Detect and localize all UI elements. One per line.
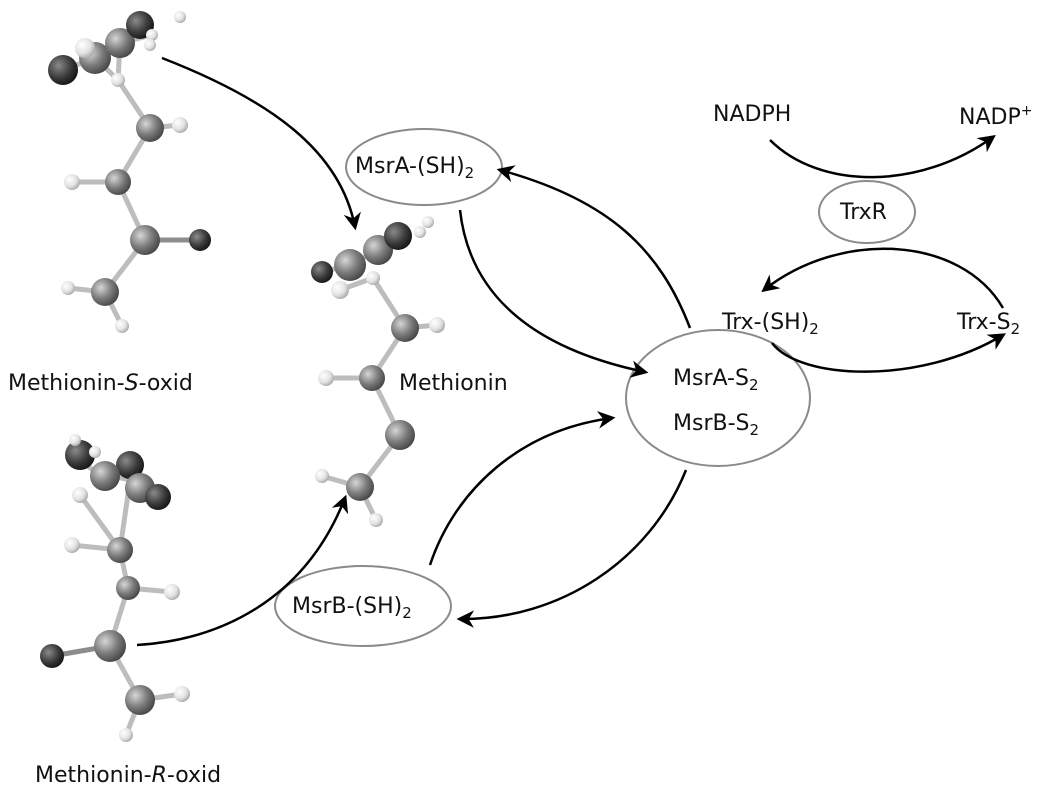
methionine-name: Methionin [399, 371, 508, 396]
methionine-s-oxide-model [48, 11, 211, 333]
msrb-reduced-label: MsrB-(SH)2 [292, 596, 412, 621]
methionine-s-oxide-name: Methionin- [8, 371, 125, 396]
trx-oxidized-sub: 2 [1010, 320, 1021, 338]
nadp-label: NADP+ [959, 104, 1032, 129]
msra-reduced-sub: 2 [464, 164, 475, 182]
arrow-nadph-to-nadp [769, 134, 996, 179]
msrab-oxidized-ellipse [625, 329, 811, 467]
arrow-msra-reduced-to-oxidized [458, 209, 649, 378]
msrb-oxidized-label: MsrB-S2 [673, 413, 759, 438]
arrow-msra-oxidized-to-reduced [496, 165, 692, 329]
arrow-msrb-oxidized-to-reduced [456, 469, 688, 628]
trxr-text: TrxR [840, 200, 887, 225]
trxr-label: TrxR [840, 202, 887, 224]
trx-reduced-base: Trx-(SH) [722, 310, 810, 335]
msra-reduced-base: MsrA-(SH) [355, 154, 465, 179]
methionine-s-oxide-stereo: S [124, 371, 139, 396]
msrb-reduced-base: MsrB-(SH) [292, 594, 403, 619]
methionine-r-oxide-name: Methionin- [35, 763, 152, 788]
methionine-s-oxide-suffix: -oxid [138, 371, 193, 396]
arrow-trx-reduced-to-oxidized [771, 333, 1006, 373]
trx-reduced-label: Trx-(SH)2 [722, 312, 819, 337]
methionine-r-oxide-model [40, 434, 190, 742]
methionine-r-oxide-suffix: -oxid [166, 763, 222, 788]
msrb-oxidized-sub: 2 [749, 421, 760, 439]
arrow-r-oxide-to-methionine [136, 494, 349, 647]
nadph-label: NADPH [713, 104, 791, 126]
arrow-msrb-reduced-to-oxidized [428, 411, 616, 566]
trx-oxidized-base: Trx-S [957, 310, 1011, 335]
arrow-s-oxide-to-methionine [161, 56, 361, 231]
methionine-s-oxide-label: Methionin-S-oxid [8, 373, 193, 395]
nadp-base: NADP [959, 105, 1021, 130]
trxr-ellipse [818, 180, 916, 244]
methionine-r-oxide-label: Methionin-R-oxid [35, 765, 221, 787]
nadph-text: NADPH [713, 102, 792, 127]
trx-reduced-sub: 2 [809, 320, 819, 338]
msrb-oxidized-base: MsrB-S [673, 411, 750, 436]
msra-reduced-label: MsrA-(SH)2 [355, 156, 474, 181]
methionine-label: Methionin [399, 373, 508, 395]
methionine-r-oxide-stereo: R [151, 763, 167, 788]
arrow-trx-oxidized-to-reduced [761, 247, 1005, 309]
msra-oxidized-base: MsrA-S [673, 366, 749, 391]
msrb-reduced-ellipse [274, 565, 452, 647]
msra-oxidized-sub: 2 [748, 376, 759, 394]
nadp-sup: + [1020, 103, 1033, 119]
trx-oxidized-label: Trx-S2 [957, 312, 1020, 337]
msrb-reduced-sub: 2 [402, 604, 412, 622]
methionine-model [311, 216, 445, 527]
msra-oxidized-label: MsrA-S2 [673, 368, 759, 393]
